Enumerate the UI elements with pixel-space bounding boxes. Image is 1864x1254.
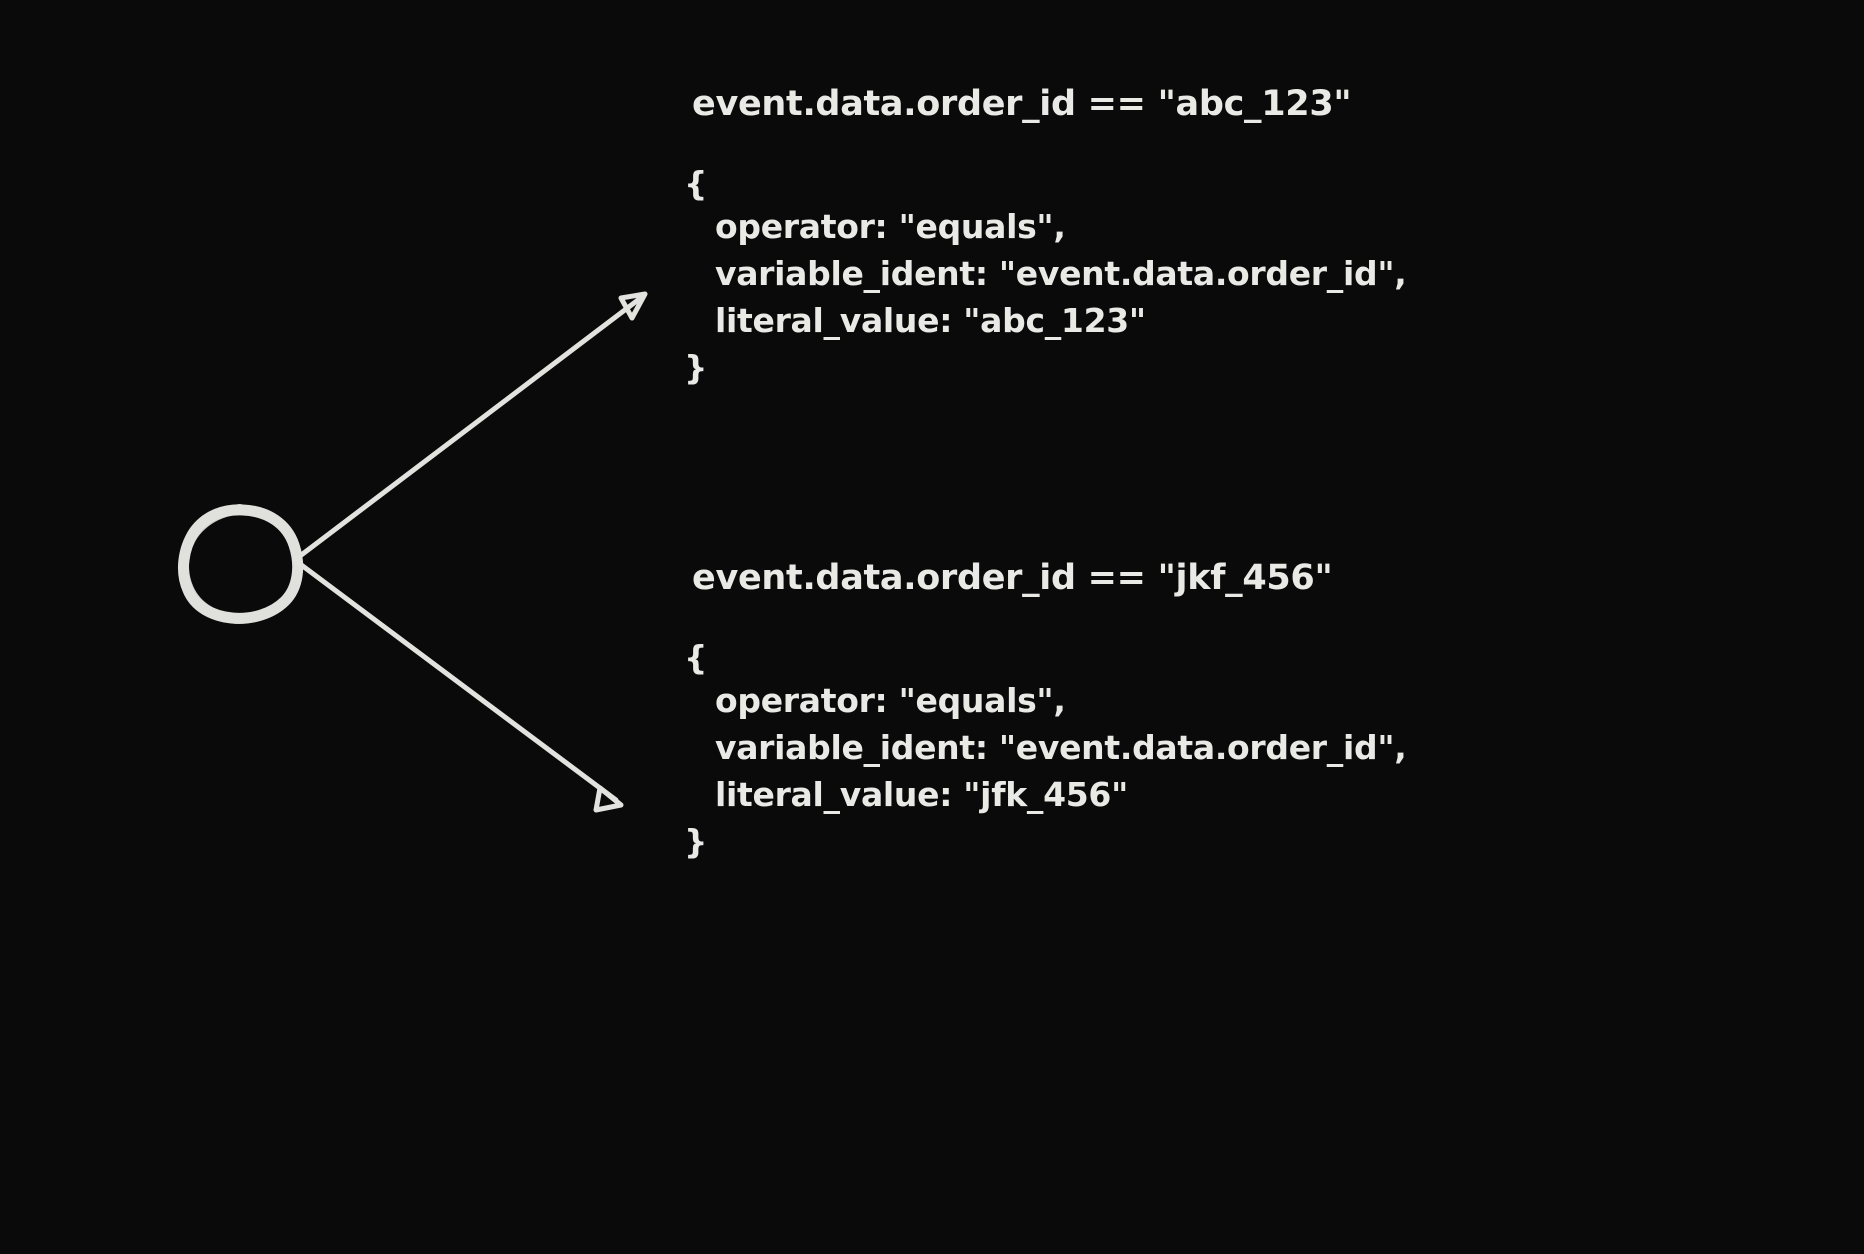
branch-1-code-line-literal-value: literal_value: "abc_123" <box>715 301 1146 340</box>
node-circle-icon <box>177 504 304 624</box>
arrow-2-head-icon <box>593 785 624 813</box>
node-circle-overdraw-icon <box>179 504 273 624</box>
branch-1-code-line-variable-ident: variable_ident: "event.data.order_id", <box>715 254 1407 293</box>
branch-1-code-line-operator: operator: "equals", <box>715 207 1066 246</box>
branch-2-code-line-literal-value: literal_value: "jfk_456" <box>715 775 1128 814</box>
arrow-to-branch-1[interactable] <box>293 291 648 562</box>
branch-2-code-line-operator: operator: "equals", <box>715 681 1066 720</box>
branch-1-heading: event.data.order_id == "abc_123" <box>692 84 1352 124</box>
branch-2-heading: event.data.order_id == "jkf_456" <box>692 558 1333 598</box>
arrow-to-branch-2[interactable] <box>293 558 624 813</box>
branch-2-code-open-brace: { <box>684 638 708 677</box>
arrow-1-head-icon <box>618 291 648 321</box>
arrow-1-line-icon <box>293 294 645 562</box>
branch-2-code-line-variable-ident: variable_ident: "event.data.order_id", <box>715 728 1407 767</box>
arrow-2-line-icon <box>293 558 619 803</box>
decision-node[interactable] <box>177 504 304 624</box>
branch-2-code-close-brace: } <box>684 822 708 861</box>
branch-1-code-open-brace: { <box>684 164 708 203</box>
branch-1-code-close-brace: } <box>684 348 708 387</box>
